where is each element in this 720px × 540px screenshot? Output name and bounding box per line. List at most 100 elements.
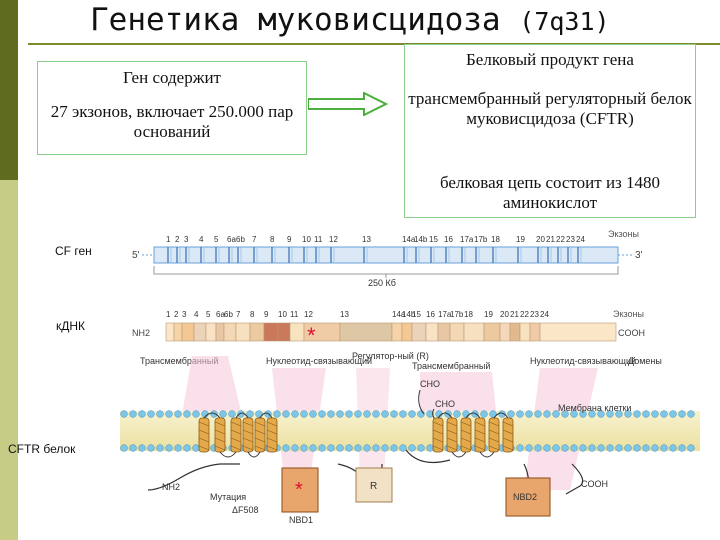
lipid-head [300,410,308,418]
domain-transmembrane-2: Трансмембранный [412,361,490,371]
lipid-head [660,444,668,452]
lipid-head [417,444,425,452]
lipid-head [588,444,596,452]
lipid-head [183,410,191,418]
domains-label: Домены [628,356,662,366]
cdna-exon-segment [165,322,175,342]
protein-box-description: трансмембранный регуляторный белок муков… [408,89,692,128]
cho-label-1: CHO [420,379,440,389]
lipid-head [210,410,218,418]
lipid-head [615,410,623,418]
nbd1-label: NBD1 [289,515,313,525]
cdna-exon-number: 16 [426,310,435,319]
cdna-exon-number: 10 [278,310,287,319]
lipid-head [345,444,353,452]
lipid-head [507,410,515,418]
three-prime-label: 3' [635,250,643,261]
lipid-head [606,444,614,452]
lipid-head [669,444,677,452]
lipid-head [120,410,128,418]
lipid-head [327,410,335,418]
lipid-head [570,410,578,418]
protein-nh2-label: NH2 [162,482,180,492]
lipid-head [291,444,299,452]
lipid-head [354,444,362,452]
lipid-head [588,410,596,418]
protein-mutation-asterisk: * [295,479,303,501]
cdna-segments [165,322,617,342]
cdna-exon-number: 1 [166,310,171,319]
transmembrane-helices [198,412,514,458]
lipid-head [561,444,569,452]
lipid-head [615,444,623,452]
cdna-exon-number: 24 [540,310,549,319]
lipid-head [687,410,695,418]
lipid-head [129,444,137,452]
lipid-head [273,410,281,418]
lipid-head [399,410,407,418]
gene-exon-number: 23 [566,235,575,244]
lipid-head [633,410,641,418]
lipid-head [408,410,416,418]
lipid-head [336,444,344,452]
cdna-exon-segment [249,322,265,342]
lipid-head [174,444,182,452]
cdna-exon-segment [437,322,451,342]
lipid-head [552,410,560,418]
lipid-head [642,444,650,452]
lipid-head [624,444,632,452]
cdna-exon-segment [529,322,541,342]
lipid-head [246,410,254,418]
lipid-head [138,410,146,418]
lipid-head [552,444,560,452]
lipid-head [363,444,371,452]
gene-exon-number: 24 [576,235,585,244]
lipid-head [354,410,362,418]
lipid-head [687,444,695,452]
protein-box-label: Белковый продукт гена [466,50,634,69]
lipid-head [390,410,398,418]
cdna-exon-number: 6а [216,310,225,319]
cdna-exon-number: 12 [304,310,313,319]
lipid-head [408,444,416,452]
lipid-head [300,444,308,452]
gene-exon-number: 20 [536,235,545,244]
cdna-exon-segment [193,322,207,342]
cdna-exon-number: 20 [500,310,509,319]
lipid-head [147,444,155,452]
lipid-head [462,410,470,418]
lipid-head [489,410,497,418]
lipid-head [120,444,128,452]
cdna-exon-number: 17b [450,310,464,319]
gene-map-exons-label: Экзоны [608,229,639,239]
lipid-head [480,410,488,418]
cdna-exon-segment [223,322,237,342]
cdna-exon-segment [509,322,521,342]
lipid-head [381,410,389,418]
cdna-exon-segment [173,322,183,342]
lipid-head [192,410,200,418]
slide-title: Генетика муковисцидоза (7q31) [90,2,610,38]
r-domain-label: R [370,481,377,492]
gene-exon-number: 5 [214,235,219,244]
gene-exon-number: 22 [556,235,565,244]
lipid-head [372,444,380,452]
five-prime-label: 5' [132,250,140,261]
title-main: Генетика муковисцидоза [90,2,501,38]
lipid-head [678,410,686,418]
cdna-exon-number: 14b [402,310,416,319]
gene-exon-number: 17a [460,235,474,244]
cdna-exon-segment [401,322,413,342]
cdna-exon-segment [411,322,427,342]
cdna-exon-number: 19 [484,310,493,319]
cdna-exon-segment [449,322,465,342]
lipid-head [669,410,677,418]
gene-exon-number: 12 [329,235,338,244]
membrane-label: Мембрана клетки [558,403,631,413]
gene-exon-number: 8 [270,235,275,244]
gene-exon-number: 9 [287,235,292,244]
lipid-head [309,410,317,418]
